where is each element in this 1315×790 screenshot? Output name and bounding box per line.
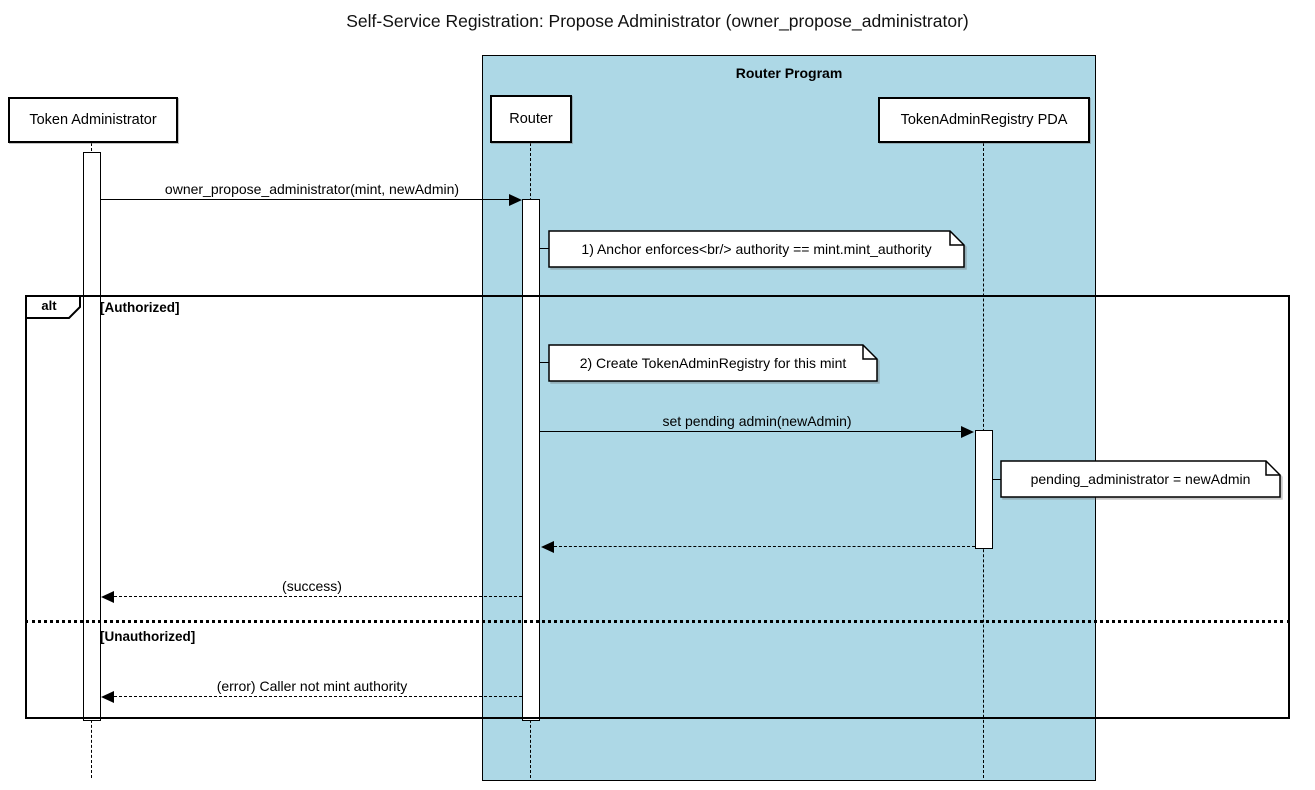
alt-operator-label: alt bbox=[41, 298, 57, 313]
note-anchor-enforces: 1) Anchor enforces<br/> authority == min… bbox=[548, 230, 965, 268]
alt-fragment-frame bbox=[25, 295, 1290, 719]
arrowhead-left-icon bbox=[541, 541, 554, 553]
activation-token-administrator bbox=[83, 152, 101, 721]
note3-connector bbox=[992, 479, 1002, 480]
note-shape bbox=[1000, 460, 1281, 498]
message-error-label: (error) Caller not mint authority bbox=[216, 678, 408, 694]
message-set-pending-admin-label: set pending admin(newAdmin) bbox=[662, 413, 852, 429]
participant-token-administrator-label: Token Administrator bbox=[29, 112, 157, 128]
note-shape bbox=[548, 344, 878, 382]
note-shape bbox=[548, 230, 965, 268]
participant-token-admin-registry-pda: TokenAdminRegistry PDA bbox=[878, 97, 1090, 143]
arrowhead-right-icon bbox=[961, 426, 974, 438]
participant-router-label: Router bbox=[509, 111, 553, 127]
guard-unauthorized: [Unauthorized] bbox=[100, 629, 196, 644]
note-pending-administrator-text: pending_administrator = newAdmin bbox=[1030, 471, 1251, 487]
participant-token-administrator: Token Administrator bbox=[8, 97, 178, 143]
arrowhead-right-icon bbox=[509, 194, 522, 206]
activation-token-admin-registry-pda bbox=[975, 430, 993, 549]
participant-token-admin-registry-pda-label: TokenAdminRegistry PDA bbox=[900, 112, 1068, 128]
note2-connector bbox=[539, 362, 549, 363]
alt-operator-pentagon bbox=[25, 295, 83, 326]
note-create-registry: 2) Create TokenAdminRegistry for this mi… bbox=[548, 344, 878, 382]
message-owner-propose-administrator-line bbox=[101, 199, 511, 200]
router-program-group-label: Router Program bbox=[735, 65, 843, 81]
message-success-line bbox=[114, 596, 522, 597]
router-program-group bbox=[482, 55, 1096, 781]
note1-connector bbox=[539, 248, 549, 249]
message-error-line bbox=[114, 696, 522, 697]
message-set-pending-admin-line bbox=[540, 431, 963, 432]
alt-pentagon-shape bbox=[25, 295, 81, 319]
note-anchor-enforces-text: 1) Anchor enforces<br/> authority == min… bbox=[581, 241, 932, 257]
diagram-title: Self-Service Registration: Propose Admin… bbox=[346, 11, 969, 31]
arrowhead-left-icon bbox=[101, 591, 114, 603]
note-create-registry-text: 2) Create TokenAdminRegistry for this mi… bbox=[579, 355, 847, 371]
arrowhead-left-icon bbox=[101, 691, 114, 703]
participant-router: Router bbox=[490, 95, 572, 143]
message-owner-propose-administrator-label: owner_propose_administrator(mint, newAdm… bbox=[164, 181, 460, 197]
note-pending-administrator: pending_administrator = newAdmin bbox=[1000, 460, 1281, 498]
message-return-registry-line bbox=[554, 546, 975, 547]
message-success-label: (success) bbox=[282, 578, 342, 594]
guard-authorized: [Authorized] bbox=[100, 300, 180, 315]
activation-router bbox=[522, 199, 540, 721]
alt-divider bbox=[25, 620, 1290, 623]
